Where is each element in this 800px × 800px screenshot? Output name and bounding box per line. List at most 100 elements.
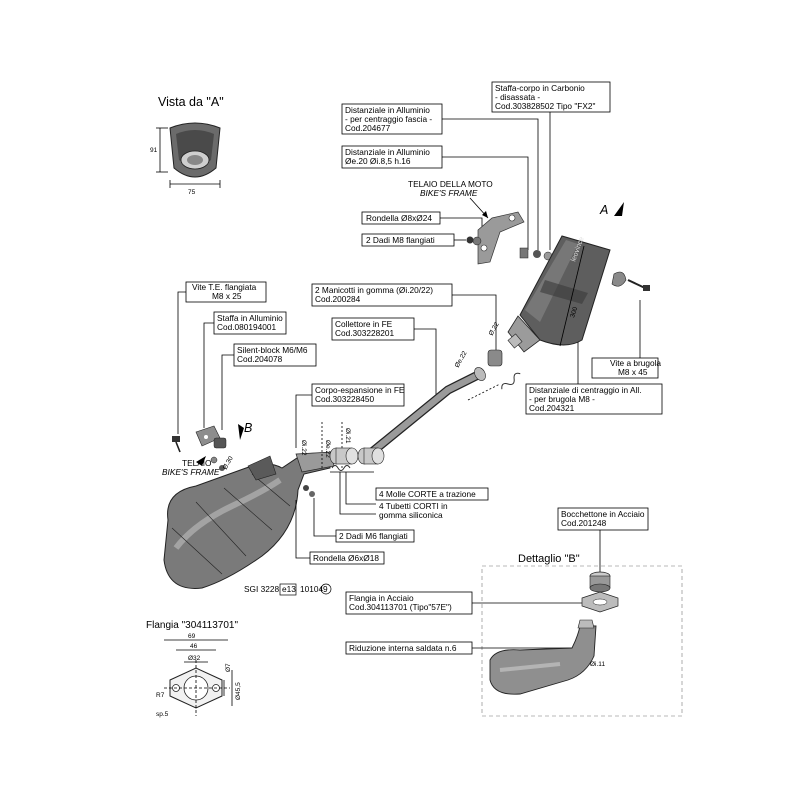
flangia-title: Flangia "304113701" [146, 620, 238, 631]
marker-b: B [244, 421, 252, 435]
svg-text:Riduzione interna saldata n.6: Riduzione interna saldata n.6 [349, 643, 457, 653]
frame-label-left-1: TELAIO [182, 458, 212, 468]
callout-riduzione: Riduzione interna saldata n.6 [345, 641, 473, 655]
svg-text:2 Dadi M8 flangiati: 2 Dadi M8 flangiati [366, 235, 435, 245]
expansion-chamber [163, 451, 335, 589]
steel-flange [581, 591, 619, 613]
washers-left [210, 456, 225, 471]
vista-a-dim-height: 91 [150, 147, 158, 154]
svg-text:- disassata -: - disassata - [495, 92, 540, 102]
flangia-dim-45: Ø45,5 [235, 682, 242, 700]
dim-de22-b: Øe.22 [324, 440, 331, 458]
flangia-dim-32: Ø32 [188, 655, 201, 662]
flangia-dim-r7: R7 [156, 692, 165, 699]
svg-text:Corpo-espansione in FE: Corpo-espansione in FE [315, 385, 405, 395]
svg-text:2 Dadi M6 flangiati: 2 Dadi M6 flangiati [339, 531, 408, 541]
callout-flangia-acciaio: Flangia in Acciaio Cod.304113701 (Tipo"5… [345, 591, 473, 615]
svg-text:- per centraggio fascia -: - per centraggio fascia - [345, 114, 432, 124]
callout-tubetti: 4 Tubetti CORTI in gomma siliconica [379, 501, 448, 520]
callout-collettore: Collettore in FE Cod.303228201 [331, 317, 415, 341]
svg-text:Distanziale di centraggio in A: Distanziale di centraggio in All. [529, 385, 642, 395]
flangia-dim-69: 69 [188, 633, 196, 640]
frame-label-top-1: TELAIO DELLA MOTO [408, 179, 493, 189]
dim-300: 300 [569, 306, 579, 319]
nuts-m6 [303, 485, 315, 497]
svg-text:Cod.080194001: Cod.080194001 [217, 322, 276, 332]
flangia-dim-sp: sp.5 [156, 711, 169, 718]
svg-text:- per brugola M8 -: - per brugola M8 - [529, 394, 595, 404]
spacers [519, 247, 553, 261]
svg-text:SGI 3228: SGI 3228 [244, 584, 279, 594]
detail-b-pipe [489, 619, 597, 695]
bike-frame-bracket [477, 211, 525, 265]
callout-dadi-m8: 2 Dadi M8 flangiati [361, 233, 455, 247]
svg-text:Vite a brugola: Vite a brugola [610, 358, 661, 368]
callout-silent-block: Silent-block M6/M6 Cod.204078 [233, 343, 317, 367]
svg-text:Rondella Ø6xØ18: Rondella Ø6xØ18 [313, 553, 379, 563]
spring-top [501, 372, 521, 390]
link-pipe [367, 367, 486, 457]
svg-text:Bocchettone in Acciaio: Bocchettone in Acciaio [561, 509, 645, 519]
bolt-m8x25 [172, 436, 181, 453]
silicone-tubes [329, 447, 385, 465]
svg-text:2 Manicotti in gomma (Øi.20/22: 2 Manicotti in gomma (Øi.20/22) [315, 285, 433, 295]
flangia-dim-7: Ø7 [225, 663, 232, 672]
frame-label-top-2: BIKE'S FRAME [420, 188, 478, 198]
marker-b-arrow [238, 424, 244, 440]
flangia-dim-46: 46 [190, 643, 198, 650]
svg-text:Cod.304113701 (Tipo"57E"): Cod.304113701 (Tipo"57E") [349, 602, 452, 612]
callout-staffa-alluminio: Staffa in Alluminio Cod.080194001 [213, 311, 287, 335]
svg-text:Distanziale in Alluminio: Distanziale in Alluminio [345, 147, 430, 157]
vista-a-drawing [156, 122, 221, 188]
svg-text:4 Molle CORTE a trazione: 4 Molle CORTE a trazione [379, 489, 476, 499]
svg-text:M8 x 25: M8 x 25 [212, 291, 242, 301]
muffler-bolt [611, 271, 650, 291]
callout-distanziale-centraggio: Distanziale di centraggio in All. - per … [525, 383, 663, 415]
svg-text:Cod.201248: Cod.201248 [561, 518, 607, 528]
callout-distanziale-fascia: Distanziale in Alluminio - per centraggi… [341, 103, 443, 135]
callout-vite-brugola: Vite a brugola M8 x 45 [591, 357, 661, 379]
silent-block [213, 437, 227, 449]
callout-rondella-m6: Rondella Ø6xØ18 [309, 551, 385, 565]
svg-text:Cod.200284: Cod.200284 [315, 294, 361, 304]
svg-text:Cod.204677: Cod.204677 [345, 123, 391, 133]
callout-molle: 4 Molle CORTE a trazione [375, 487, 489, 501]
svg-text:Silent-block M6/M6: Silent-block M6/M6 [237, 345, 308, 355]
svg-text:Cod.204321: Cod.204321 [529, 403, 575, 413]
steel-socket [589, 571, 611, 593]
rubber-sleeve [487, 349, 503, 367]
springs-middle [331, 465, 351, 471]
homologation-mark: SGI 3228 e13 10104 9 [244, 583, 332, 596]
svg-text:10104: 10104 [300, 584, 323, 594]
svg-text:Collettore in FE: Collettore in FE [335, 319, 393, 329]
callout-corpo-espansione: Corpo-espansione in FE Cod.303228450 [311, 383, 405, 407]
detail-b-title: Dettaglio "B" [518, 553, 580, 565]
dim-de22-a: Øe.22 [454, 350, 469, 369]
callout-staffa-carbonio: Staffa-corpo in Carbonio - disassata - C… [491, 81, 611, 113]
svg-text:Rondella Ø8xØ24: Rondella Ø8xØ24 [366, 213, 432, 223]
flange-drawing [164, 639, 233, 716]
svg-text:Cod.303228201: Cod.303228201 [335, 328, 394, 338]
svg-text:Cod.303228450: Cod.303228450 [315, 394, 374, 404]
vista-a-dim-width: 75 [188, 189, 196, 196]
svg-text:gomma siliconica: gomma siliconica [379, 510, 443, 520]
svg-text:Flangia in Acciaio: Flangia in Acciaio [349, 593, 414, 603]
svg-text:Cod.204078: Cod.204078 [237, 354, 283, 364]
callout-rondella-m8: Rondella Ø8xØ24 [361, 211, 441, 225]
dim-d22-a: Ø.22 [488, 321, 501, 337]
svg-text:M8 x 45: M8 x 45 [618, 367, 648, 377]
svg-text:Øe.20 Øi.8,5 h.16: Øe.20 Øi.8,5 h.16 [345, 156, 411, 166]
callout-bocchettone: Bocchettone in Acciaio Cod.201248 [557, 507, 649, 531]
svg-text:Staffa-corpo in Carbonio: Staffa-corpo in Carbonio [495, 83, 585, 93]
callout-manicotti: 2 Manicotti in gomma (Øi.20/22) Cod.2002… [311, 283, 453, 307]
nut-m8 [466, 236, 482, 246]
frame-label-left-2: BIKE'S FRAME [162, 467, 220, 477]
marker-a: A [599, 203, 608, 217]
dim-di22: Øi.22 [300, 440, 307, 456]
svg-text:Staffa in Alluminio: Staffa in Alluminio [217, 313, 283, 323]
marker-a-arrow [614, 202, 624, 216]
callout-dadi-m6: 2 Dadi M6 flangiati [335, 529, 415, 543]
svg-text:Cod.303828502 Tipo "FX2": Cod.303828502 Tipo "FX2" [495, 101, 596, 111]
dim-di11: Øi.11 [590, 661, 605, 668]
